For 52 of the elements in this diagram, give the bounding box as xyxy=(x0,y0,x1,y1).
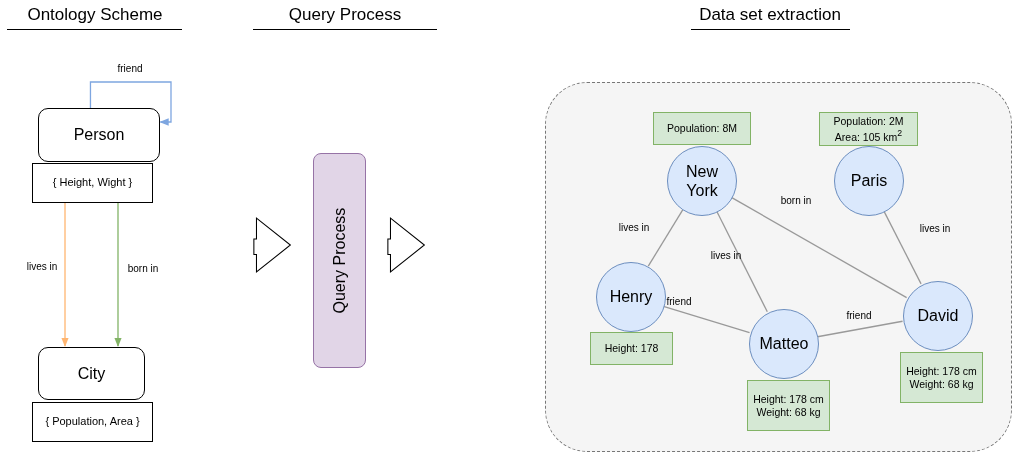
property-text: Weight: 68 kg xyxy=(756,405,821,419)
instance-circle xyxy=(903,281,973,351)
attribute-box xyxy=(32,402,153,442)
property-text: Population: 2M xyxy=(833,115,904,128)
edge-label: lives in xyxy=(618,221,650,233)
relation-line xyxy=(662,305,751,334)
instance-name: New York xyxy=(685,161,719,201)
edge-label: lives in xyxy=(710,249,742,261)
property-text: Height: 178 cm xyxy=(753,392,824,406)
arrow xyxy=(114,202,122,347)
instance-name: Henry xyxy=(608,287,654,307)
edge-label: friend xyxy=(117,62,143,74)
entity-name: Person xyxy=(73,125,125,145)
relation-line xyxy=(730,196,908,299)
arrow xyxy=(61,202,69,347)
edge-label: born in xyxy=(127,262,159,273)
edge-label: friend xyxy=(846,309,872,321)
property-text: Height: 178 xyxy=(604,342,659,355)
section-heading: Ontology Scheme xyxy=(27,5,163,25)
process-label: Query Process xyxy=(329,207,349,314)
property-text: Area: 105 km$^{2}$ xyxy=(834,127,903,143)
process-box xyxy=(313,153,366,368)
attribute-list: { Population, Area } xyxy=(45,415,140,429)
edge-label: lives in xyxy=(26,260,58,271)
edge-label: born in xyxy=(780,194,812,206)
relation-line xyxy=(647,209,684,267)
property-box xyxy=(819,112,918,146)
attribute-list: { Height, Wight } xyxy=(52,176,133,190)
property-text: Height: 178 cm xyxy=(906,364,977,378)
instance-name: Paris xyxy=(849,171,889,191)
property-box xyxy=(653,112,751,145)
relation-line xyxy=(816,320,904,338)
section-heading: Query Process xyxy=(288,5,402,25)
entity-name: City xyxy=(77,363,106,384)
relation-line xyxy=(883,210,922,285)
instance-name: David xyxy=(916,306,960,326)
relation-line xyxy=(716,210,768,313)
property-box xyxy=(590,332,673,365)
arrow xyxy=(89,81,172,126)
property-box xyxy=(900,352,983,403)
attribute-box xyxy=(32,163,153,203)
dataset-panel xyxy=(545,82,1012,452)
property-text: Population: 8M xyxy=(666,122,737,135)
property-text: Weight: 68 kg xyxy=(909,377,974,391)
section-heading: Data set extraction xyxy=(699,5,841,25)
entity-box xyxy=(38,108,160,162)
instance-circle xyxy=(667,146,737,216)
property-box xyxy=(747,380,830,431)
entity-box xyxy=(38,347,145,400)
instance-name: Matteo xyxy=(758,334,810,354)
edge-label: lives in xyxy=(919,222,951,234)
edge-label: friend xyxy=(666,295,692,307)
